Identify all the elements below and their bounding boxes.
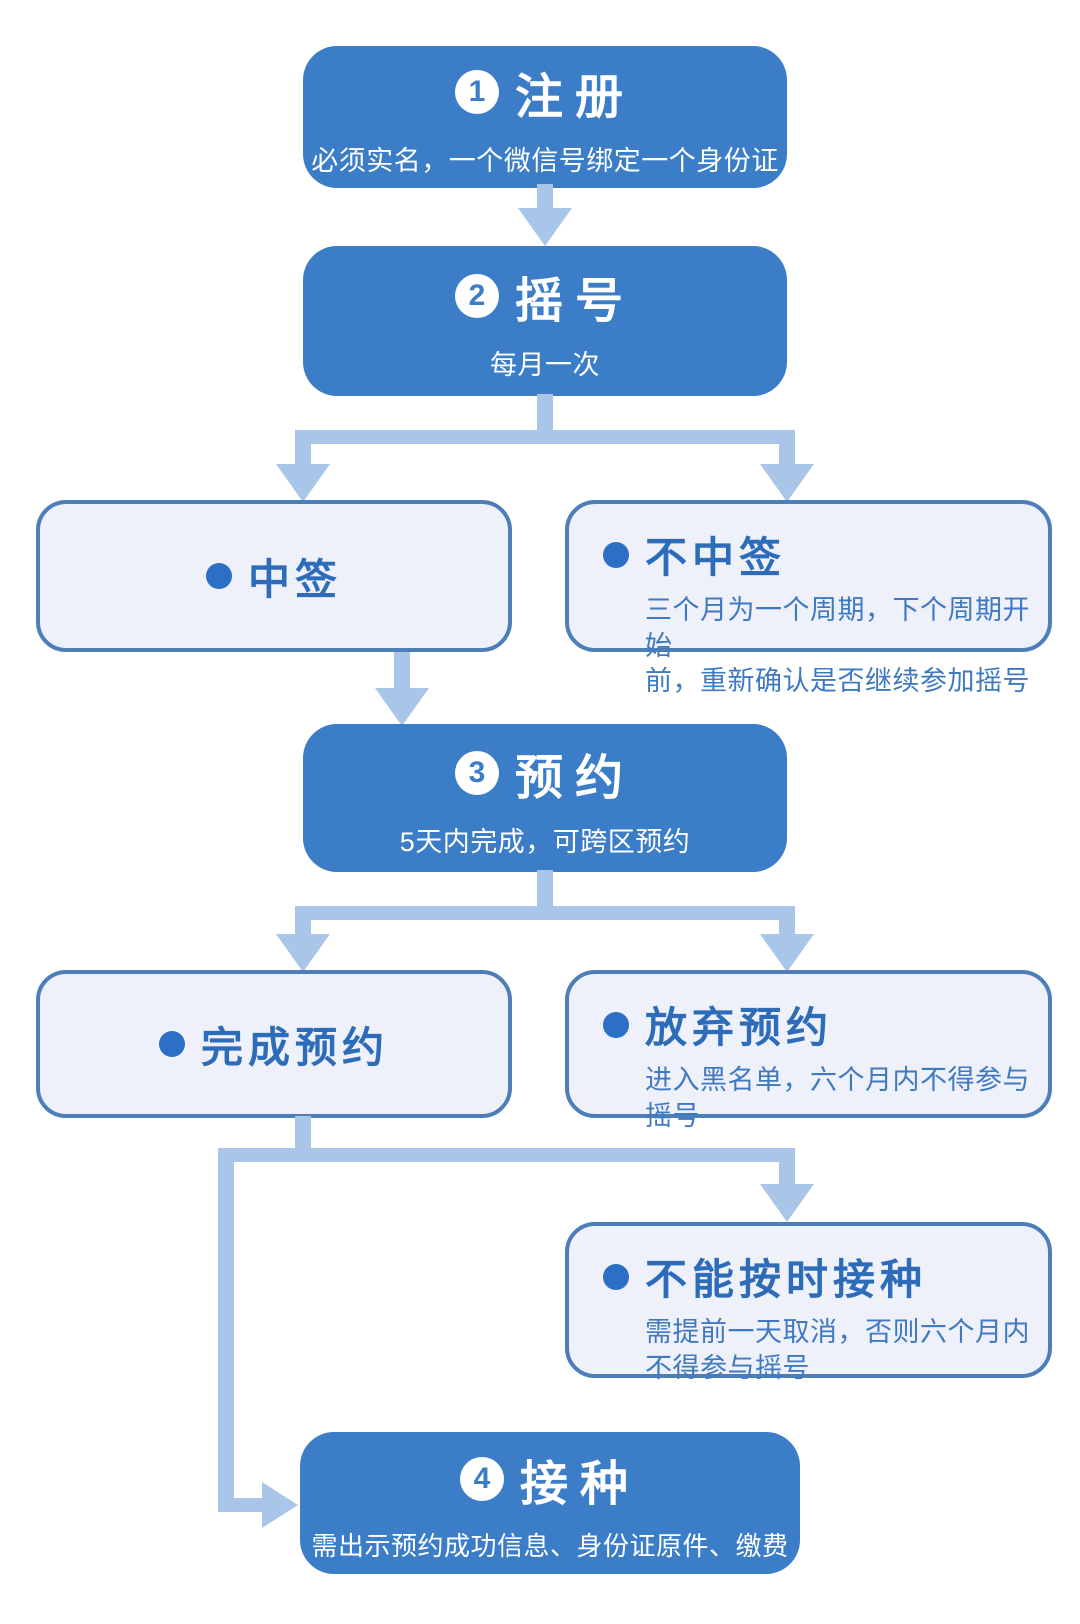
- connector-complete-bar: [218, 1148, 795, 1162]
- outcome-win-box: 中签: [36, 500, 512, 652]
- step-1-subtitle: 必须实名，一个微信号绑定一个身份证: [311, 145, 779, 176]
- outcome-lose-label: 不中签: [645, 534, 787, 581]
- step-2-lottery-box: 2 摇号 每月一次: [303, 246, 787, 396]
- connector-complete-bottom-bar: [218, 1498, 266, 1512]
- connector-step2-split-bar: [295, 430, 795, 444]
- connector-split2-right-leg: [779, 920, 795, 938]
- step-4-title: 接种: [519, 1457, 640, 1511]
- connector-late-leg: [779, 1162, 795, 1188]
- arrowhead-right-vaccinate: [262, 1482, 298, 1528]
- arrowhead-down-step2: [518, 208, 572, 246]
- step-3-header: 3 预约: [454, 738, 635, 808]
- bullet-dot-icon: [603, 541, 629, 568]
- step-2-number-badge: 2: [454, 273, 499, 318]
- step-2-subtitle: 每月一次: [490, 349, 600, 380]
- step-4-header: 4 接种: [459, 1444, 640, 1514]
- step-3-appointment-box: 3 预约 5天内完成，可跨区预约: [303, 724, 787, 872]
- arrowhead-down-complete: [276, 934, 330, 972]
- arrowhead-down-late: [760, 1184, 814, 1222]
- connector-complete-long-leg: [218, 1162, 234, 1512]
- connector-split-left-leg: [295, 444, 311, 466]
- outcome-lose-box: 不中签 三个月为一个周期，下个周期开始 前，重新确认是否继续参加摇号: [565, 500, 1052, 696]
- step-1-register-box: 1 注册 必须实名，一个微信号绑定一个身份证: [303, 46, 787, 188]
- outcome-win-label: 中签: [247, 555, 342, 603]
- step-4-subtitle: 需出示预约成功信息、身份证原件、缴费: [311, 1530, 789, 1561]
- step-3-subtitle: 5天内完成，可跨区预约: [399, 826, 691, 857]
- outcome-abandon-description: 进入黑名单，六个月内不得参与 摇号: [645, 1065, 1030, 1131]
- outcome-complete-label: 完成预约: [200, 1023, 389, 1071]
- outcome-abandon-label: 放弃预约: [645, 1004, 834, 1051]
- step-3-title: 预约: [514, 751, 635, 805]
- connector-split2-left-leg: [295, 920, 311, 938]
- connector-complete-stub: [295, 1116, 311, 1150]
- connector-step3-split-stub: [537, 870, 553, 908]
- arrowhead-down-abandon: [760, 934, 814, 972]
- connector-win-step3: [394, 652, 410, 692]
- outcome-complete-header: 完成预约: [158, 1014, 389, 1075]
- outcome-win-header: 中签: [205, 546, 342, 607]
- step-1-title: 注册: [514, 70, 635, 124]
- bullet-dot-icon: [603, 1263, 629, 1290]
- step-3-number-badge: 3: [454, 750, 499, 795]
- outcome-late-box: 不能按时接种 需提前一天取消，否则六个月内 不得参与摇号: [565, 1222, 1052, 1383]
- step-4-vaccinate-box: 4 接种 需出示预约成功信息、身份证原件、缴费: [300, 1432, 800, 1574]
- connector-split-right-leg: [779, 444, 795, 466]
- outcome-lose-header: 不中签: [603, 524, 786, 585]
- step-1-header: 1 注册: [454, 57, 635, 127]
- outcome-late-label: 不能按时接种: [645, 1256, 928, 1303]
- outcome-late-header: 不能按时接种: [603, 1246, 927, 1307]
- arrowhead-down-lose: [760, 464, 814, 502]
- outcome-complete-box: 完成预约: [36, 970, 512, 1118]
- connector-step3-split-bar: [295, 906, 795, 920]
- step-1-number-badge: 1: [454, 69, 499, 114]
- arrowhead-down-step3: [375, 688, 429, 726]
- connector-step1-step2: [537, 184, 553, 214]
- outcome-lose-description: 三个月为一个周期，下个周期开始 前，重新确认是否继续参加摇号: [645, 595, 1030, 697]
- bullet-dot-icon: [205, 563, 232, 589]
- connector-step2-split-stub: [537, 394, 553, 432]
- bullet-dot-icon: [158, 1031, 185, 1057]
- outcome-abandon-box: 放弃预约 进入黑名单，六个月内不得参与 摇号: [565, 970, 1052, 1131]
- step-2-title: 摇号: [514, 274, 635, 328]
- step-2-header: 2 摇号: [454, 261, 635, 331]
- bullet-dot-icon: [603, 1011, 629, 1038]
- step-4-number-badge: 4: [459, 1456, 504, 1501]
- outcome-abandon-header: 放弃预约: [603, 994, 833, 1055]
- arrowhead-down-win: [276, 464, 330, 502]
- outcome-late-description: 需提前一天取消，否则六个月内 不得参与摇号: [645, 1317, 1030, 1383]
